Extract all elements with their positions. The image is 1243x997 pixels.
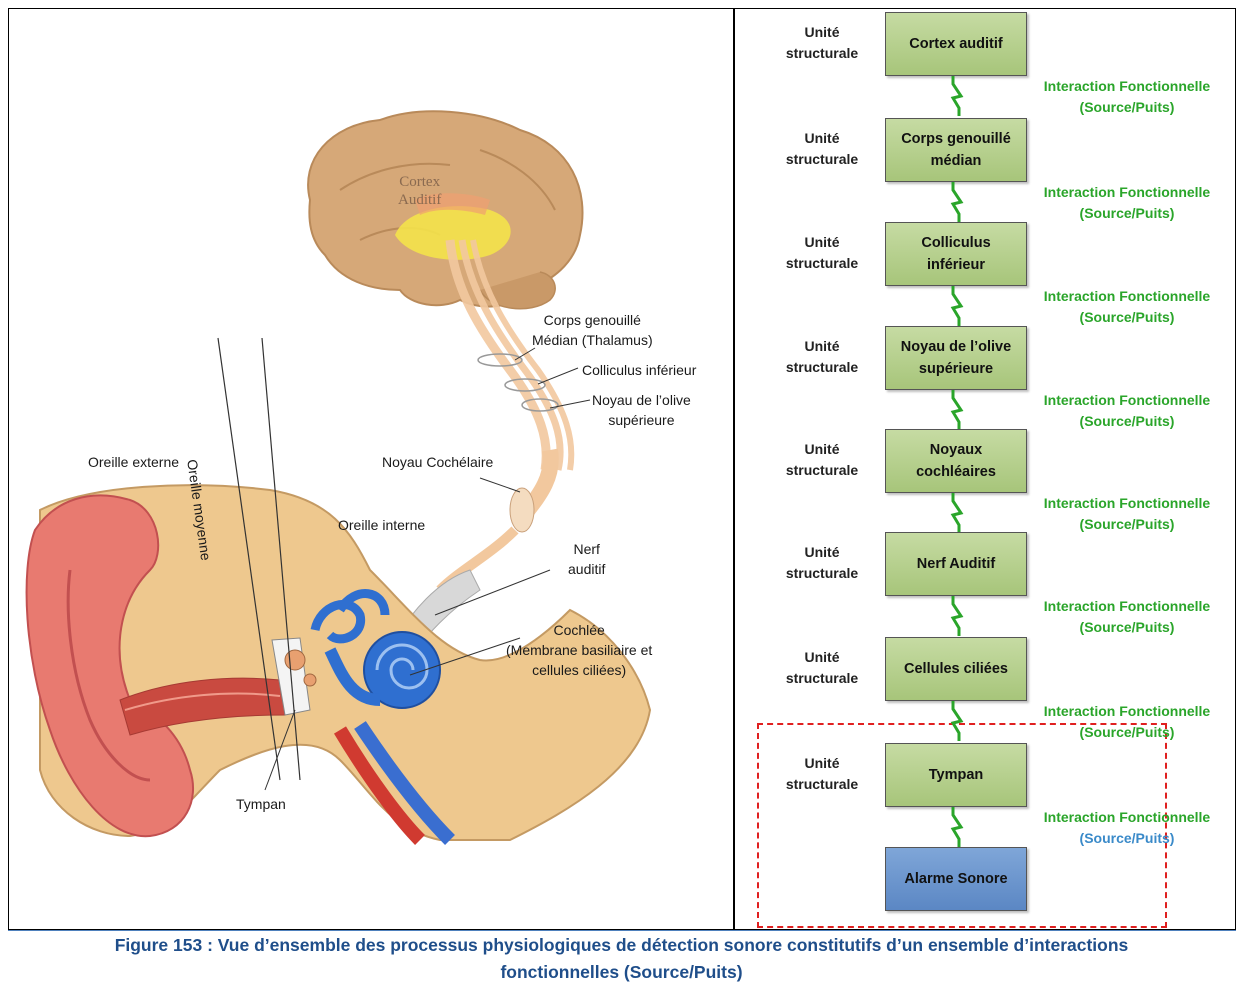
box-text-line-1: Tympan	[929, 764, 984, 786]
box-text-line-2: inférieur	[921, 254, 990, 276]
interaction-line-1: Interaction Fonctionnelle	[1027, 286, 1227, 307]
unit-label-line-2: structurale	[767, 149, 877, 170]
interaction-zigzag-cellules-ciliees	[947, 701, 967, 741]
interaction-line-1: Interaction Fonctionnelle	[1027, 493, 1227, 514]
interaction-zigzag-nerf-auditif	[947, 596, 967, 636]
chain-box-alarme-sonore: Alarme Sonore	[885, 847, 1027, 911]
box-text-line-1: Colliculus	[921, 232, 990, 254]
box-text-line-1: Noyaux	[916, 439, 996, 461]
interaction-line-1: Interaction Fonctionnelle	[1027, 390, 1227, 411]
unit-label-line-2: structurale	[767, 563, 877, 584]
box-text-line-2: médian	[901, 150, 1011, 172]
interaction-line-2: (Source/Puits)	[1027, 307, 1227, 328]
unit-label-line-2: structurale	[767, 253, 877, 274]
noyau-cochleaire-label: Noyau Cochélaire	[382, 452, 493, 472]
unit-label-line-1: Unité	[767, 439, 877, 460]
oreille-interne-label: Oreille interne	[338, 515, 425, 535]
chain-box-cortex-auditif: Cortex auditif	[885, 12, 1027, 76]
interaction-line-2: (Source/Puits)	[1027, 514, 1227, 535]
interaction-label-tympan: Interaction Fonctionnelle(Source/Puits)	[1027, 807, 1227, 849]
interaction-line-1: Interaction Fonctionnelle	[1027, 182, 1227, 203]
interaction-line-1: Interaction Fonctionnelle	[1027, 807, 1227, 828]
unit-label-line-1: Unité	[767, 647, 877, 668]
interaction-line-1: Interaction Fonctionnelle	[1027, 76, 1227, 97]
box-text-line-1: Nerf Auditif	[917, 553, 995, 575]
box-text-line-1: Noyau de l’olive	[901, 336, 1011, 358]
unit-label-line-2: structurale	[767, 460, 877, 481]
interaction-line-2: (Source/Puits)	[1027, 97, 1227, 118]
chain-box-tympan: Tympan	[885, 743, 1027, 807]
unit-label-line-1: Unité	[767, 232, 877, 253]
interaction-line-2: (Source/Puits)	[1027, 617, 1227, 638]
interaction-line-2: (Source/Puits)	[1027, 411, 1227, 432]
figure-caption: Figure 153 : Vue d’ensemble des processu…	[20, 932, 1223, 986]
box-text-line-2: supérieure	[901, 358, 1011, 380]
interaction-zigzag-colliculus	[947, 286, 967, 326]
unit-label-line-2: structurale	[767, 774, 877, 795]
unit-label-line-1: Unité	[767, 22, 877, 43]
interaction-line-2: (Source/Puits)	[1027, 722, 1227, 743]
unit-label-line-2: structurale	[767, 357, 877, 378]
interaction-zigzag-tympan	[947, 807, 967, 847]
interaction-label-noyaux-cochleaires: Interaction Fonctionnelle(Source/Puits)	[1027, 493, 1227, 535]
caption-line-2: fonctionnelles (Source/Puits)	[20, 959, 1223, 986]
unit-label-line-2: structurale	[767, 668, 877, 689]
oreille-externe-label: Oreille externe	[88, 452, 179, 472]
interaction-label-noyau-olive: Interaction Fonctionnelle(Source/Puits)	[1027, 390, 1227, 432]
interaction-line-1: Interaction Fonctionnelle	[1027, 596, 1227, 617]
interaction-label-corps-genouille: Interaction Fonctionnelle(Source/Puits)	[1027, 182, 1227, 224]
tympan-label: Tympan	[236, 794, 286, 814]
box-text-line-1: Alarme Sonore	[904, 868, 1007, 890]
box-text-line-1: Cortex auditif	[909, 33, 1002, 55]
unit-label-line-1: Unité	[767, 753, 877, 774]
box-text-line-2: cochléaires	[916, 461, 996, 483]
interaction-zigzag-cortex-auditif	[947, 76, 967, 116]
interaction-label-cellules-ciliees: Interaction Fonctionnelle(Source/Puits)	[1027, 701, 1227, 743]
interaction-zigzag-noyau-olive	[947, 390, 967, 430]
interaction-label-cortex-auditif: Interaction Fonctionnelle(Source/Puits)	[1027, 76, 1227, 118]
interaction-label-colliculus: Interaction Fonctionnelle(Source/Puits)	[1027, 286, 1227, 328]
chain-box-nerf-auditif: Nerf Auditif	[885, 532, 1027, 596]
interaction-line-2: (Source/Puits)	[1027, 828, 1227, 849]
interaction-line-2: (Source/Puits)	[1027, 203, 1227, 224]
unit-label-line-1: Unité	[767, 542, 877, 563]
unit-label-line-1: Unité	[767, 336, 877, 357]
interaction-line-1: Interaction Fonctionnelle	[1027, 701, 1227, 722]
interaction-zigzag-corps-genouille	[947, 182, 967, 222]
interaction-label-nerf-auditif: Interaction Fonctionnelle(Source/Puits)	[1027, 596, 1227, 638]
unit-label-line-2: structurale	[767, 43, 877, 64]
unit-label-line-1: Unité	[767, 128, 877, 149]
box-text-line-1: Corps genouillé	[901, 128, 1011, 150]
box-text-line-1: Cellules ciliées	[904, 658, 1008, 680]
interaction-zigzag-noyaux-cochleaires	[947, 493, 967, 533]
colliculus-label: Colliculus inférieur	[582, 360, 696, 380]
chain-box-cellules-ciliees: Cellules ciliées	[885, 637, 1027, 701]
caption-line-1: Figure 153 : Vue d’ensemble des processu…	[20, 932, 1223, 959]
